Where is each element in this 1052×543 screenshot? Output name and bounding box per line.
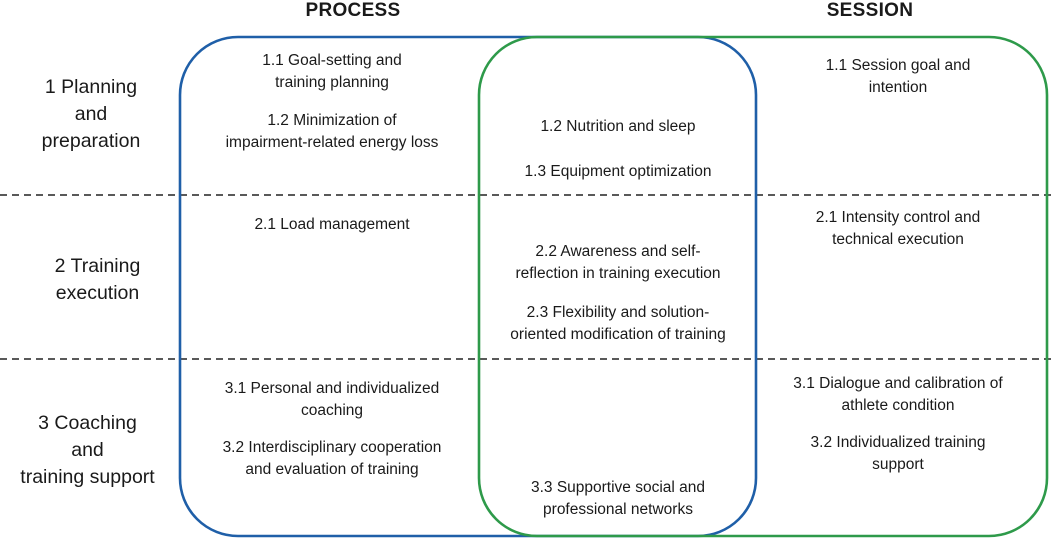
item-line: 3.1 Dialogue and calibration of bbox=[793, 375, 1003, 392]
item-line: 1.3 Equipment optimization bbox=[524, 163, 712, 180]
item-line: 3.2 Individualized training bbox=[810, 434, 986, 451]
item-line: professional networks bbox=[543, 501, 693, 518]
item-line: 3.2 Interdisciplinary cooperation bbox=[222, 439, 442, 456]
row-label-line: 2 Training bbox=[54, 255, 141, 277]
item-line: oriented modification of training bbox=[510, 326, 726, 343]
row-label-line: and bbox=[71, 439, 104, 461]
item-line: 2.1 Intensity control and bbox=[815, 209, 981, 226]
item-3-3-supportive-networks: 3.3 Supportive social and professional n… bbox=[484, 477, 752, 521]
item-1-3-equipment: 1.3 Equipment optimization bbox=[484, 161, 752, 183]
process-execution-cell: 2.1 Load management bbox=[194, 214, 470, 236]
row-label-coaching: 3 Coaching and training support bbox=[0, 410, 175, 491]
item-2-3-flexibility: 2.3 Flexibility and solution- oriented m… bbox=[484, 302, 752, 346]
item-line: training planning bbox=[275, 74, 389, 91]
item-line: coaching bbox=[300, 402, 364, 419]
item-line: 3.1 Personal and individualized bbox=[224, 380, 440, 397]
row-label-execution: 2 Training execution bbox=[0, 253, 195, 307]
session-coaching-cell: 3.1 Dialogue and calibration of athlete … bbox=[758, 373, 1038, 476]
item-line: technical execution bbox=[832, 231, 964, 248]
row-label-line: execution bbox=[55, 282, 140, 304]
row-label-line: 3 Coaching bbox=[38, 412, 137, 434]
item-line: and evaluation of training bbox=[245, 461, 419, 478]
item-1-2-nutrition: 1.2 Nutrition and sleep bbox=[484, 116, 752, 138]
item-3-1-dialogue: 3.1 Dialogue and calibration of athlete … bbox=[758, 373, 1038, 417]
item-line: 1.1 Goal-setting and bbox=[262, 52, 402, 69]
row-label-planning: 1 Planning and preparation bbox=[0, 74, 182, 155]
item-line: 1.1 Session goal and bbox=[825, 57, 971, 74]
process-planning-cell: 1.1 Goal-setting and training planning 1… bbox=[194, 50, 470, 154]
item-line: 2.1 Load management bbox=[254, 216, 410, 233]
row-label-line: training support bbox=[20, 466, 155, 488]
item-line: 3.3 Supportive social and bbox=[530, 479, 706, 496]
process-header: PROCESS bbox=[305, 0, 401, 21]
overlap-coaching-cell: 3.3 Supportive social and professional n… bbox=[484, 477, 752, 521]
item-line: athlete condition bbox=[841, 397, 955, 414]
process-region bbox=[178, 35, 758, 538]
overlap-planning-cell: 1.2 Nutrition and sleep 1.3 Equipment op… bbox=[484, 116, 752, 183]
item-line: support bbox=[872, 456, 924, 473]
item-line: 2.2 Awareness and self- bbox=[535, 243, 701, 260]
process-coaching-cell: 3.1 Personal and individualized coaching… bbox=[194, 378, 470, 481]
session-region bbox=[477, 35, 1049, 538]
item-1-2-minimization: 1.2 Minimization of impairment-related e… bbox=[194, 110, 470, 154]
item-line: impairment-related energy loss bbox=[225, 134, 439, 151]
item-2-1-load-management: 2.1 Load management bbox=[194, 214, 470, 236]
session-execution-cell: 2.1 Intensity control and technical exec… bbox=[758, 207, 1038, 251]
item-line: intention bbox=[868, 79, 928, 96]
item-3-2-individualized-support: 3.2 Individualized training support bbox=[758, 432, 1038, 476]
item-line: 1.2 Nutrition and sleep bbox=[540, 118, 696, 135]
row-label-line: preparation bbox=[41, 130, 141, 152]
item-line: 1.2 Minimization of bbox=[267, 112, 397, 129]
item-line: 2.3 Flexibility and solution- bbox=[526, 304, 710, 321]
item-2-2-awareness: 2.2 Awareness and self- reflection in tr… bbox=[484, 241, 752, 285]
item-3-2-interdisciplinary: 3.2 Interdisciplinary cooperation and ev… bbox=[194, 437, 470, 481]
session-planning-cell: 1.1 Session goal and intention bbox=[758, 55, 1038, 99]
item-1-1-session-goal: 1.1 Session goal and intention bbox=[758, 55, 1038, 99]
session-header: SESSION bbox=[826, 0, 914, 21]
row-label-line: 1 Planning bbox=[44, 76, 138, 98]
item-3-1-personal-coaching: 3.1 Personal and individualized coaching bbox=[194, 378, 470, 422]
item-1-1-goal-setting: 1.1 Goal-setting and training planning bbox=[194, 50, 470, 94]
item-line: reflection in training execution bbox=[515, 265, 721, 282]
row-label-line: and bbox=[74, 103, 108, 125]
overlap-execution-cell: 2.2 Awareness and self- reflection in tr… bbox=[484, 241, 752, 346]
item-2-1-intensity-control: 2.1 Intensity control and technical exec… bbox=[758, 207, 1038, 251]
